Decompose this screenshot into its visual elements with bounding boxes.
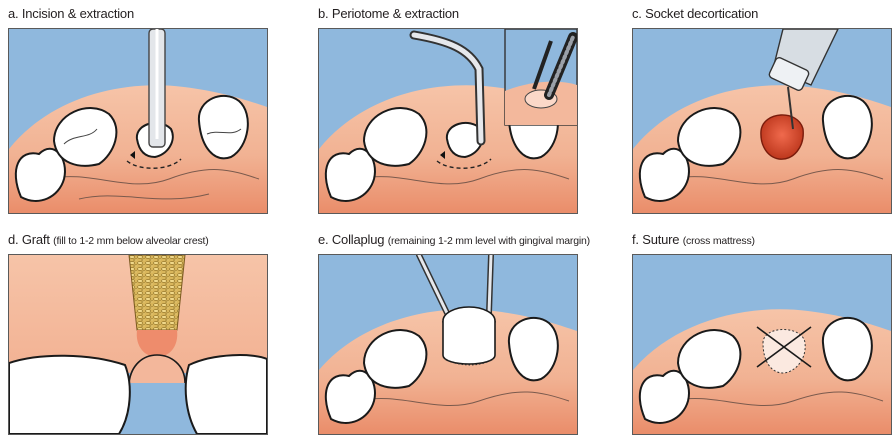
panel-f-subtitle: (cross mattress) [683, 235, 755, 247]
decorticated-socket [761, 115, 803, 159]
panel-d-illustration [8, 254, 268, 435]
panel-e-subtitle: (remaining 1-2 mm level with gingival ma… [388, 235, 590, 247]
panel-b-caption: b. Periotome & extraction [318, 6, 459, 21]
panel-d-caption: d. Graft (fill to 1-2 mm below alveolar … [8, 232, 209, 247]
panel-a-illustration [8, 28, 268, 214]
panel-b-title: b. Periotome & extraction [318, 6, 459, 21]
panel-e-title: e. Collaplug [318, 232, 384, 247]
inset-forceps-view [505, 29, 577, 125]
panel-c-caption: c. Socket decortication [632, 6, 758, 21]
panel-f-title: f. Suture [632, 232, 679, 247]
panel-c-illustration [632, 28, 892, 214]
tooth-right-crown [186, 355, 267, 434]
panel-a-title: a. Incision & extraction [8, 6, 134, 21]
panel-a-caption: a. Incision & extraction [8, 6, 134, 21]
panel-f-caption: f. Suture (cross mattress) [632, 232, 755, 247]
panel-d-title: d. Graft [8, 232, 50, 247]
panel-e-caption: e. Collaplug (remaining 1-2 mm level wit… [318, 232, 590, 247]
panel-f-illustration [632, 254, 892, 435]
graft-material [129, 255, 185, 330]
tooth-left-crown [9, 356, 130, 434]
panel-d-subtitle: (fill to 1-2 mm below alveolar crest) [53, 235, 208, 247]
panel-c-title: c. Socket decortication [632, 6, 758, 21]
collagen-plug [443, 307, 495, 365]
panel-b-illustration [318, 28, 578, 214]
panel-e-illustration [318, 254, 578, 435]
